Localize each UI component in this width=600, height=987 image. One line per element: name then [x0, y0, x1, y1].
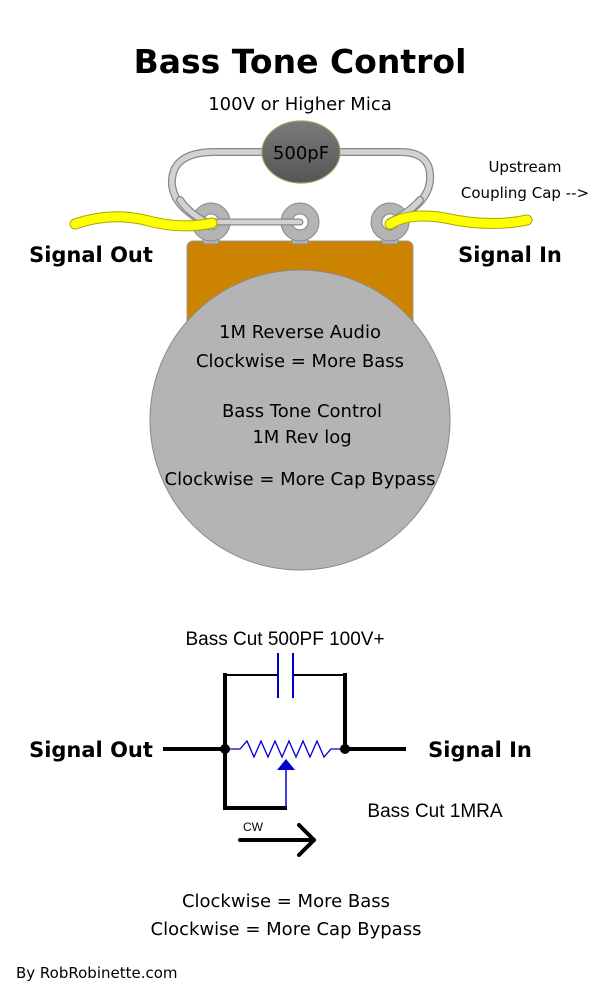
- schematic-cap-label: Bass Cut 500PF 100V+: [185, 629, 384, 650]
- schematic-potentiometer: [225, 739, 345, 808]
- clockwise-arrow-icon: [238, 823, 316, 857]
- schematic-signal-out-label: Signal Out: [29, 738, 153, 762]
- schematic-wiring: [163, 673, 406, 810]
- capacitor-rating-label: 100V or Higher Mica: [208, 94, 392, 115]
- upstream-label-line2: Coupling Cap -->: [461, 184, 589, 202]
- diagram-title: Bass Tone Control: [134, 42, 467, 81]
- capacitor-value-label: 500pF: [273, 143, 329, 164]
- signal-in-wire: [384, 210, 533, 230]
- pot-label-taper: 1M Rev log: [252, 427, 351, 448]
- capacitor-body: [261, 120, 341, 184]
- upstream-label-line1: Upstream: [488, 158, 561, 176]
- schematic-signal-in-label: Signal In: [428, 738, 532, 762]
- schematic-pot-label: Bass Cut 1MRA: [367, 801, 502, 822]
- junction-dot-right: [340, 744, 350, 754]
- wiper-arrow-icon: [277, 759, 295, 770]
- signal-out-wire: [69, 211, 218, 232]
- note-more-bass: Clockwise = More Bass: [182, 891, 390, 912]
- pot-label-resistance: 1M Reverse Audio: [219, 322, 381, 343]
- pot-label-rotation-bass: Clockwise = More Bass: [196, 351, 404, 372]
- pot-label-function: Bass Tone Control: [222, 401, 382, 422]
- schematic-capacitor: [277, 653, 294, 698]
- pot-body: [149, 269, 451, 571]
- capacitor: 500pF: [261, 120, 341, 184]
- signal-out-label: Signal Out: [29, 243, 153, 267]
- cw-label: CW: [243, 820, 264, 834]
- pot-label-rotation-bypass: Clockwise = More Cap Bypass: [165, 469, 436, 490]
- credit-text: By RobRobinette.com: [16, 964, 178, 982]
- signal-in-label: Signal In: [458, 243, 562, 267]
- note-more-cap-bypass: Clockwise = More Cap Bypass: [151, 919, 422, 940]
- junction-dot-left: [220, 744, 230, 754]
